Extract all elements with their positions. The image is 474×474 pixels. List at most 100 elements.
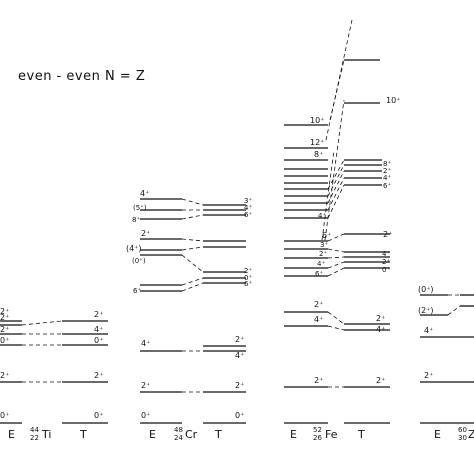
nucleus-ti44: 0⁺ 0⁺ 2⁺ 2⁺ 0⁺ 0⁺ 2⁺ 4⁺ 2⁺ 2⁺ 2⁺ E 44 22…	[0, 307, 108, 442]
fe52-link	[321, 149, 335, 241]
ti44-atomic-number: 22	[30, 434, 39, 442]
fe52-link	[327, 177, 345, 211]
fe52-th-label: 4⁺	[376, 325, 385, 334]
fe52-link	[327, 325, 345, 331]
fe52-exp-label: 10⁺	[310, 116, 324, 125]
cr48-th-label: 4⁺	[244, 204, 252, 212]
fe52-link	[327, 261, 345, 269]
cr48-exp-label: (0⁺)	[132, 257, 146, 265]
fe52-th-label: 6⁺	[383, 182, 391, 190]
zn60-exp-column-label: E	[434, 428, 441, 441]
cr48-exp-label: (5⁺)	[133, 204, 147, 212]
ti44-th-column-label: T	[79, 428, 87, 441]
cr48-exp-label: 4⁺	[140, 189, 149, 198]
ti44-exp-label: 0⁺	[0, 336, 9, 345]
fe52-exp-label: 12⁺	[310, 138, 324, 147]
cr48-exp-label: 4⁺	[141, 339, 150, 348]
cr48-link	[181, 198, 204, 206]
cr48-exp-label: (4⁺)	[126, 244, 142, 253]
cr48-th-label: 0⁺	[244, 274, 252, 282]
fe52-exp-label: 2⁺	[314, 300, 323, 309]
cr48-link	[181, 214, 204, 220]
fe52-link	[327, 248, 345, 253]
ti44-exp-label: 0⁺	[0, 411, 9, 420]
fe52-exp-label: 3⁺	[320, 241, 328, 249]
fe52-th-label: 8⁺	[383, 160, 391, 168]
ti44-th-label: 0⁺	[94, 411, 103, 420]
zn60-exp-label: (0⁺)	[418, 285, 434, 294]
cr48-exp-label: 2⁺	[141, 229, 150, 238]
fe52-link	[327, 170, 345, 204]
nucleus-cr48: 0⁺ 0⁺ 2⁺ 2⁺ 4⁺ 4⁺ 2⁺ 6⁺ 6⁺ 0⁺ (0⁺) 2⁺ (4…	[126, 189, 252, 442]
cr48-th-label: 3⁺	[244, 197, 252, 205]
fe52-link	[327, 159, 345, 190]
cr48-link	[181, 282, 204, 292]
fe52-exp-label: 2⁺	[314, 376, 323, 385]
fe52-atomic-number: 26	[313, 434, 322, 442]
zn60-element-symbol: Zn	[468, 428, 474, 441]
ti44-element-symbol: Ti	[41, 428, 51, 441]
fe52-th-label: 0⁺	[382, 266, 390, 274]
fe52-link	[327, 184, 345, 219]
fe52-link	[327, 233, 345, 242]
fe52-link	[329, 59, 345, 121]
ti44-exp-label: 2⁺	[0, 307, 9, 316]
fe52-mass-number: 52	[313, 426, 322, 434]
cr48-element-symbol: Cr	[185, 428, 198, 441]
fe52-link	[327, 164, 345, 197]
fe52-th-label: 4⁺	[382, 250, 390, 258]
cr48-exp-label: 0⁺	[141, 411, 150, 420]
fe52-th-column-label: T	[357, 428, 365, 441]
fe52-element-symbol: Fe	[325, 428, 338, 441]
fe52-link	[327, 267, 345, 277]
fe52-th-label: 2⁺	[383, 230, 392, 239]
fe52-link	[327, 311, 345, 325]
cr48-exp-label: 2⁺	[141, 381, 150, 390]
ti44-th-label: 2⁺	[94, 310, 103, 319]
cr48-link	[181, 238, 204, 242]
fe52-link	[324, 99, 345, 241]
ti44-th-label: 2⁺	[94, 371, 103, 380]
diagram-title: even - even N = Z	[18, 69, 145, 84]
cr48-th-column-label: T	[214, 428, 222, 441]
zn60-exp-label: 2⁺	[424, 371, 433, 380]
cr48-th-label: 6⁺	[244, 211, 252, 219]
fe52-exp-label: 6⁺	[315, 270, 323, 278]
cr48-exp-column-label: E	[149, 428, 156, 441]
zn60-atomic-number: 30	[458, 434, 467, 442]
ti44-th-label: 0⁺	[94, 336, 103, 345]
cr48-exp-label: 8⁺	[132, 216, 140, 224]
cr48-link	[181, 254, 204, 273]
fe52-exp-label: 4⁺	[317, 260, 325, 268]
fe52-th-label: 10⁺	[386, 96, 400, 105]
ti44-th-label: 4⁺	[94, 325, 103, 334]
ti44-exp-column-label: E	[8, 428, 15, 441]
fe52-th-label: 4⁺	[383, 174, 391, 182]
zn60-exp-label: (2⁺)	[418, 306, 434, 315]
fe52-exp-label: 2⁺	[319, 250, 327, 258]
fe52-exp-label: 8⁺	[314, 150, 323, 159]
nucleus-zn60: 2⁺ 4⁺ (2⁺) (0⁺) E 60 30 Zn	[418, 285, 474, 442]
fe52-link	[325, 19, 353, 141]
cr48-th-label: 2⁺	[235, 335, 244, 344]
cr48-link	[181, 246, 204, 251]
ti44-mass-number: 44	[30, 426, 39, 434]
cr48-th-label: 6⁺	[244, 280, 252, 288]
fe52-th-label: 2⁺	[376, 376, 385, 385]
cr48-th-label: 4⁺	[235, 351, 244, 360]
fe52-exp-label: 4⁺	[318, 212, 326, 220]
cr48-link	[181, 277, 204, 286]
ti44-exp-label: 2⁺	[0, 371, 9, 380]
fe52-exp-label: 6⁺	[322, 231, 331, 240]
fe52-exp-label: 4⁺	[314, 315, 323, 324]
fe52-th-label: 2⁺	[376, 314, 385, 323]
fe52-th-label: 2⁺	[383, 167, 391, 175]
fe52-link	[327, 256, 345, 259]
cr48-atomic-number: 24	[174, 434, 183, 442]
cr48-exp-label: 6⁺	[133, 287, 141, 295]
ti44-exp-label: 2⁺	[0, 325, 9, 334]
ti44-exp-label: 2⁺	[0, 313, 9, 322]
cr48-th-label: 0⁺	[235, 411, 244, 420]
nucleus-fe52: 2⁺ 2⁺ 4⁺ 4⁺ 2⁺ 2⁺ 6⁺ 0⁺ 4⁺ 2⁺ 2⁺ 4⁺ 3⁺	[284, 19, 400, 442]
